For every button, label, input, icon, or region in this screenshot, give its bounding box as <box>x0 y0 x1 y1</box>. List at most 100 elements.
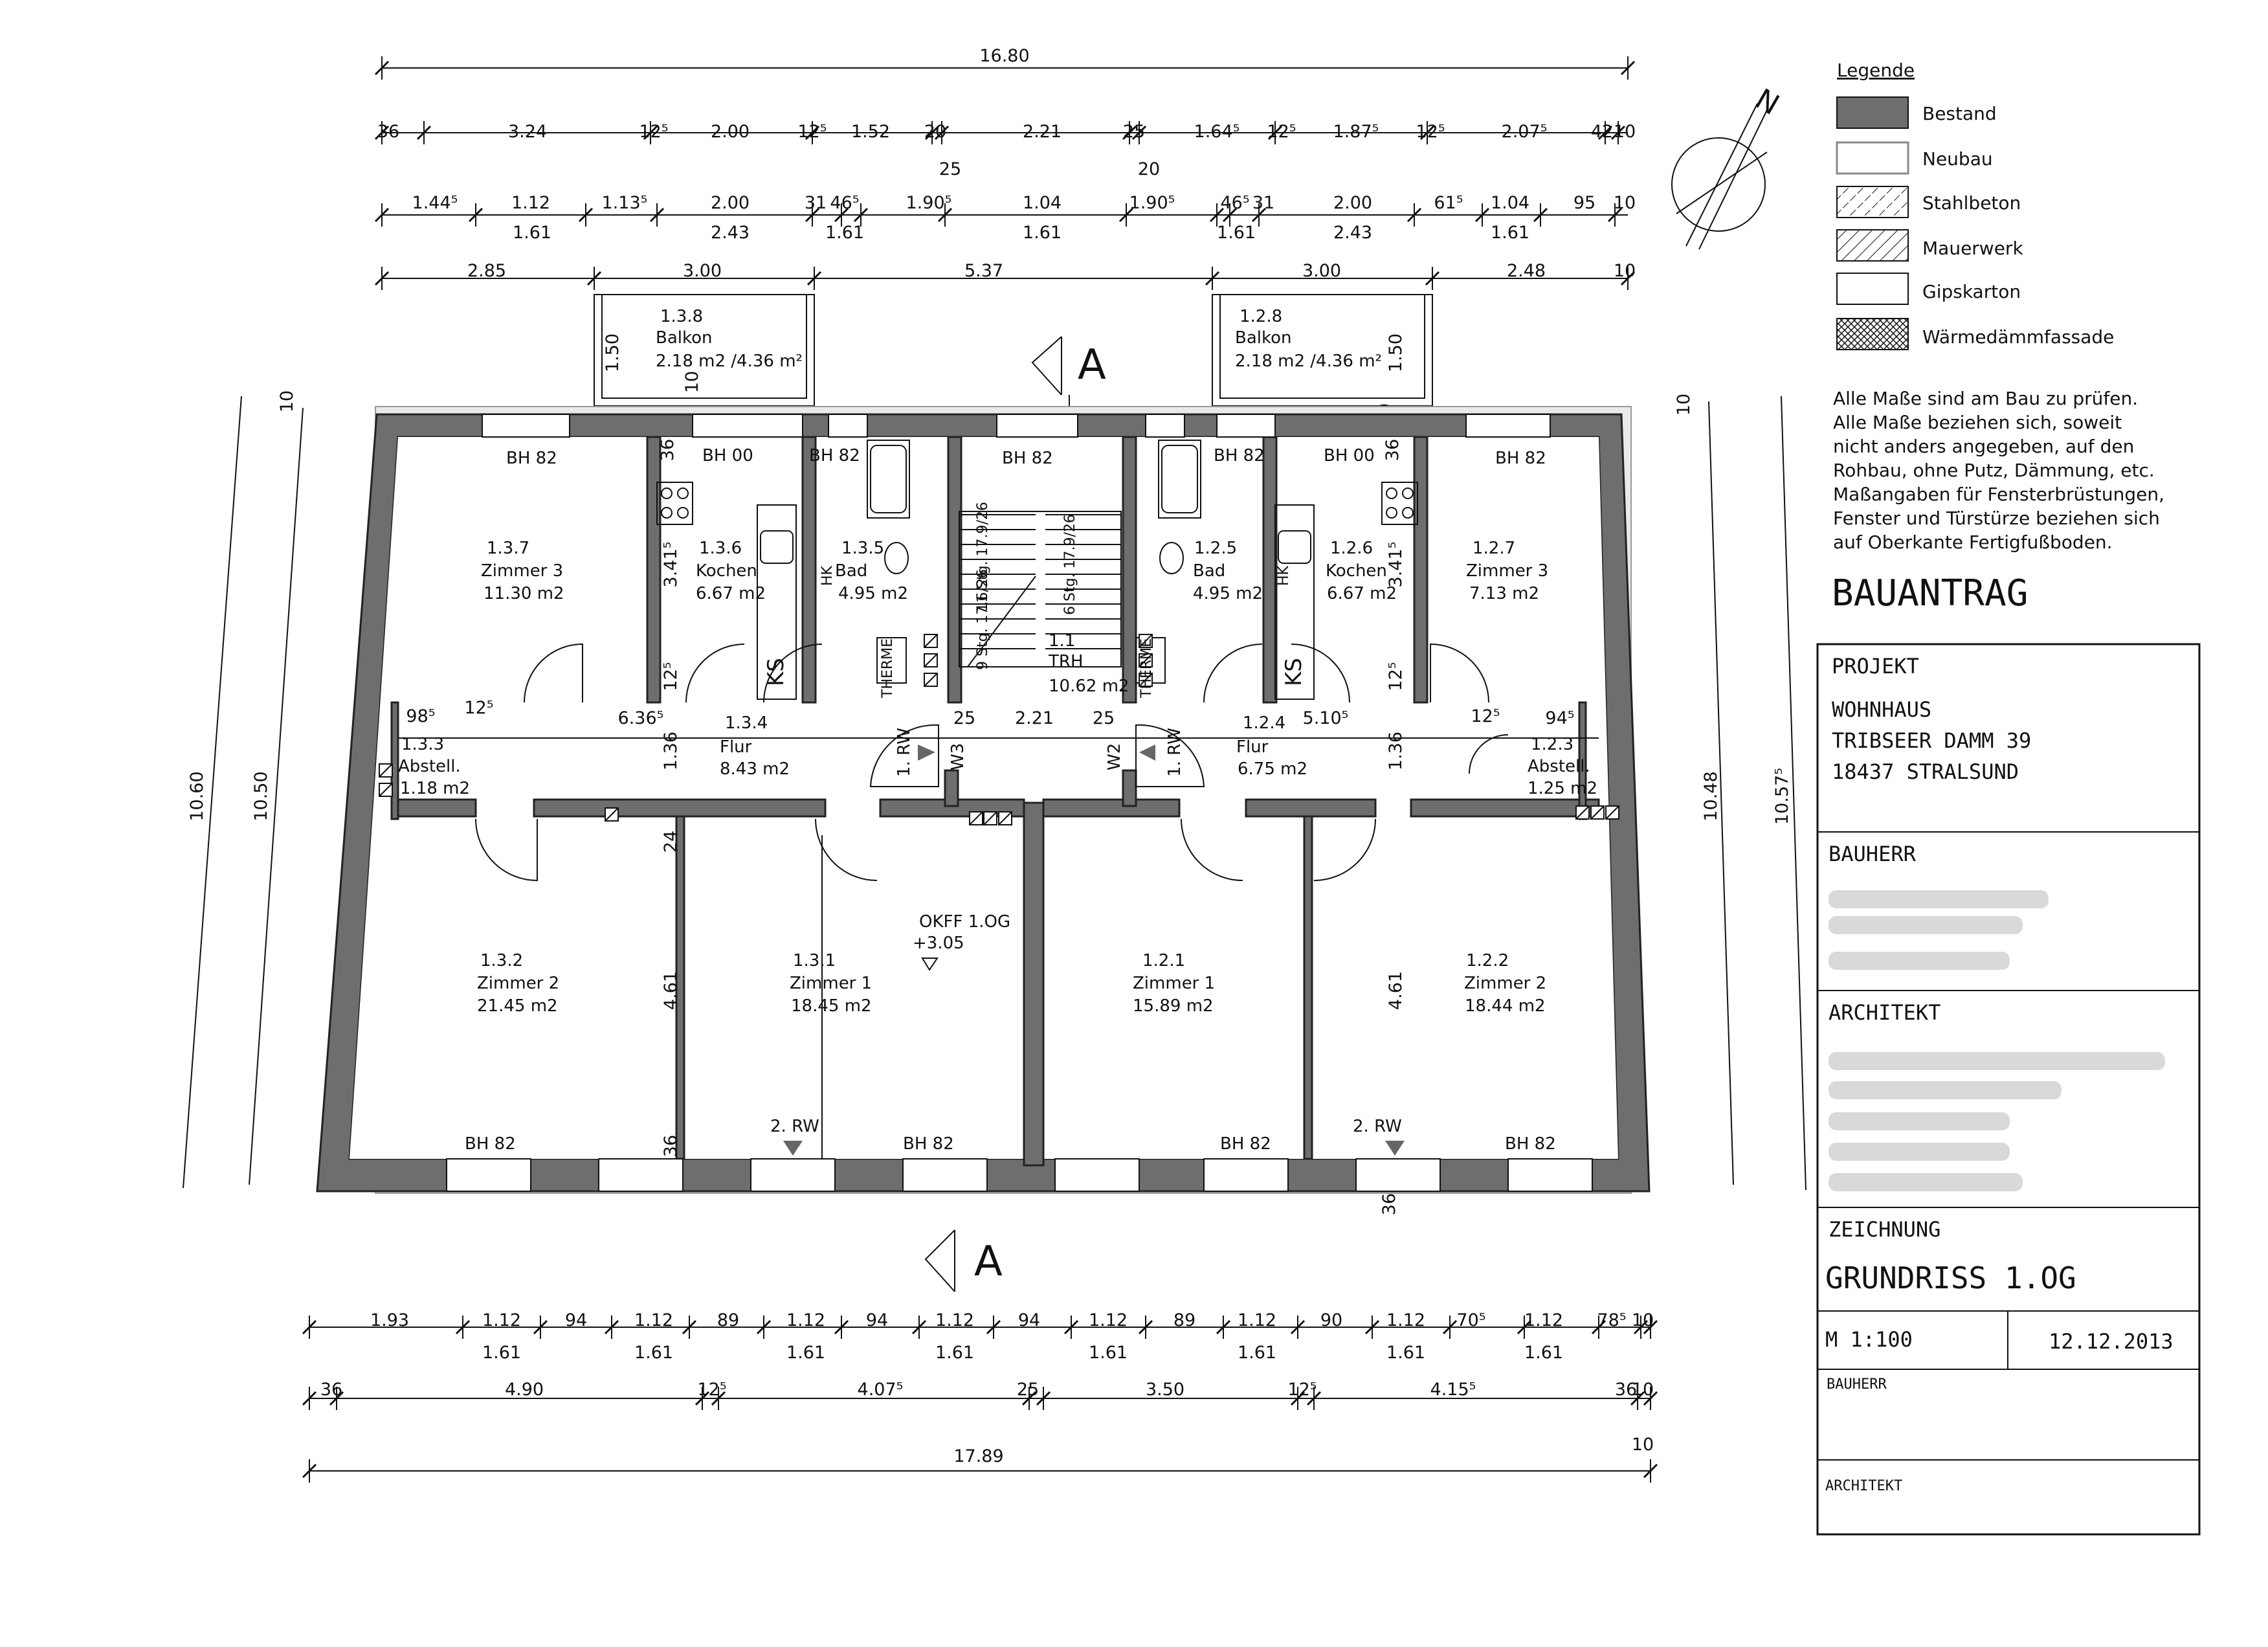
dim-top-row2: 1.04 <box>1023 193 1062 213</box>
room-137-id: 1.3.7 <box>487 539 529 558</box>
dim-top-row2-sub: 1.61 <box>1491 223 1529 243</box>
dim-top-row2-sub: 1.61 <box>1023 223 1062 243</box>
room-127-area: 7.13 m2 <box>1469 584 1539 603</box>
room-122-bh: BH 82 <box>1505 1134 1556 1154</box>
dim-bottom-row2: 4.15⁵ <box>1430 1380 1476 1400</box>
therme-left: THERME <box>880 638 896 699</box>
north-label: N <box>1750 83 1784 122</box>
dim-bottom-row1: 1.12 <box>1386 1310 1425 1330</box>
dim-interior: 5.10⁵ <box>1303 708 1349 728</box>
room-123-id: 1.2.3 <box>1531 735 1573 754</box>
dim-bottom-row1-sub: 1.61 <box>786 1343 825 1363</box>
room-133-id: 1.3.3 <box>401 735 444 754</box>
north-arrow: N <box>1671 83 1784 250</box>
dim-bottom-row1: 1.12 <box>634 1310 673 1330</box>
dim-interior: 36 <box>661 1135 681 1157</box>
dim-interior: 3.41⁵ <box>1386 542 1406 588</box>
dim-bottom-row1-sub: 1.61 <box>1089 1343 1128 1363</box>
room-137-bh: BH 82 <box>506 449 557 468</box>
legend-swatch-stahlbeton <box>1836 186 1909 218</box>
dim-bottom-row2: 10 <box>1632 1380 1654 1400</box>
room-123-name: Abstell. <box>1528 757 1590 776</box>
note-line-4: Maßangaben für Fensterbrüstungen, <box>1833 484 2164 505</box>
dim-top-row2: 61⁵ <box>1434 193 1463 213</box>
dim-top-row3: 3.00 <box>683 261 722 281</box>
dim-top-row1: 36 <box>377 122 399 142</box>
dim-top-row1: 12⁵ <box>1267 122 1296 142</box>
dim-total-bottom-end: 10 <box>1632 1435 1654 1455</box>
room-132-name: Zimmer 2 <box>477 974 559 993</box>
room-132-bh: BH 82 <box>465 1134 516 1154</box>
room-11-area: 10.62 m2 <box>1049 677 1129 696</box>
dim-bottom-row2: 4.90 <box>505 1380 544 1400</box>
projekt-line-2: 18437 STRALSUND <box>1832 759 2019 784</box>
balcony-right-name: Balkon <box>1235 328 1292 348</box>
note-line-2: nicht anders angegeben, auf den <box>1833 436 2134 457</box>
architekt-label: ARCHITEKT <box>1829 1000 1940 1025</box>
dim-interior: 2.21 <box>1015 708 1054 728</box>
balcony-left: 1.50 1.3.8 Balkon 2.18 m2 /4.36 m² 10 <box>594 294 815 407</box>
dim-balcony-left-10: 10 <box>682 371 702 393</box>
stairs-label-2: 9 Stg. 17.6/26 <box>975 569 991 670</box>
room-126-name: Kochen <box>1326 561 1387 581</box>
okff-value: +3.05 <box>913 934 964 953</box>
room-137-area: 11.30 m2 <box>484 584 564 603</box>
dim-top-row1: 42 <box>1591 122 1613 142</box>
room-124-area: 6.75 m2 <box>1238 759 1307 779</box>
massstab: M 1:100 <box>1825 1327 1913 1352</box>
dim-top-row1: 1.87⁵ <box>1333 122 1379 142</box>
dim-bottom-row1: 1.12 <box>786 1310 825 1330</box>
dim-top-row1: 10 <box>1614 122 1636 142</box>
room-126-area: 6.67 m2 <box>1327 584 1397 603</box>
dim-bottom-row1: 1.12 <box>1524 1310 1563 1330</box>
dim-top-row3: 2.85 <box>467 261 506 281</box>
section-label-bottom: A <box>974 1238 1003 1286</box>
dim-top-row2-sub: 1.61 <box>1217 223 1256 243</box>
dim-right-outer: 10.57⁵ <box>1772 768 1792 825</box>
sign-architekt: ARCHITEKT <box>1825 1478 1902 1494</box>
building-walls <box>316 406 1651 1194</box>
note-line-5: Fenster und Türstürze beziehen sich <box>1833 508 2160 529</box>
room-137-name: Zimmer 3 <box>481 561 563 581</box>
bauherr-redacted-2 <box>1829 916 2023 934</box>
legend-gipskarton: Gipskarton <box>1922 281 2021 302</box>
architekt-redacted-4 <box>1829 1143 2010 1161</box>
bauherr-redacted-1 <box>1829 890 2049 908</box>
zeichnung-value: GRUNDRISS 1.OG <box>1825 1260 2076 1295</box>
dim-top-row2: 1.04 <box>1491 193 1529 213</box>
dim-left-top: 10 <box>277 390 297 412</box>
rw2-right: 2. RW <box>1353 1117 1402 1136</box>
stairs-label-3: 6 Stg. 17.9/26 <box>1062 514 1078 615</box>
dim-top-row1: 25 <box>1123 122 1145 142</box>
dim-bottom-row2: 3.50 <box>1146 1380 1184 1400</box>
legend-bestand: Bestand <box>1922 103 1997 124</box>
dim-top-row1: 1.52 <box>851 122 890 142</box>
room-127-name: Zimmer 3 <box>1466 561 1548 581</box>
therme-right: THERME <box>1139 638 1155 699</box>
architekt-redacted-3 <box>1829 1112 2010 1130</box>
dim-bottom-row1: 10 <box>1632 1310 1654 1330</box>
dim-top-row2: 1.12 <box>511 193 550 213</box>
projekt-line-1: TRIBSEER DAMM 39 <box>1832 728 2031 753</box>
dim-top-row1: 12⁵ <box>639 122 668 142</box>
dim-interior: 36 <box>1379 1193 1399 1215</box>
dim-bottom-row1-sub: 1.61 <box>634 1343 673 1363</box>
room-11-id: 1.1 <box>1049 631 1075 651</box>
room-121-name: Zimmer 1 <box>1133 974 1215 993</box>
dim-top-row1: 3.24 <box>508 122 547 142</box>
dim-top-row1: 2.00 <box>711 122 750 142</box>
bauherr-redacted-3 <box>1829 952 2010 970</box>
room-133-area: 1.18 m2 <box>400 779 470 798</box>
legend-swatch-waermedaemm <box>1836 318 1909 350</box>
balcony-left-area: 2.18 m2 /4.36 m² <box>656 352 803 371</box>
note-line-1: Alle Maße beziehen sich, soweit <box>1833 412 2122 433</box>
dim-bottom-row1: 90 <box>1320 1310 1342 1330</box>
sign-bauherr: BAUHERR <box>1827 1376 1887 1393</box>
dim-top-row3: 10 <box>1614 261 1636 281</box>
dim-left-outer: 10.60 <box>187 771 207 821</box>
dim-interior: 12⁵ <box>1386 662 1406 691</box>
dim-bottom-row2: 36 <box>320 1380 342 1400</box>
zeichnung-label: ZEICHNUNG <box>1829 1217 1940 1242</box>
